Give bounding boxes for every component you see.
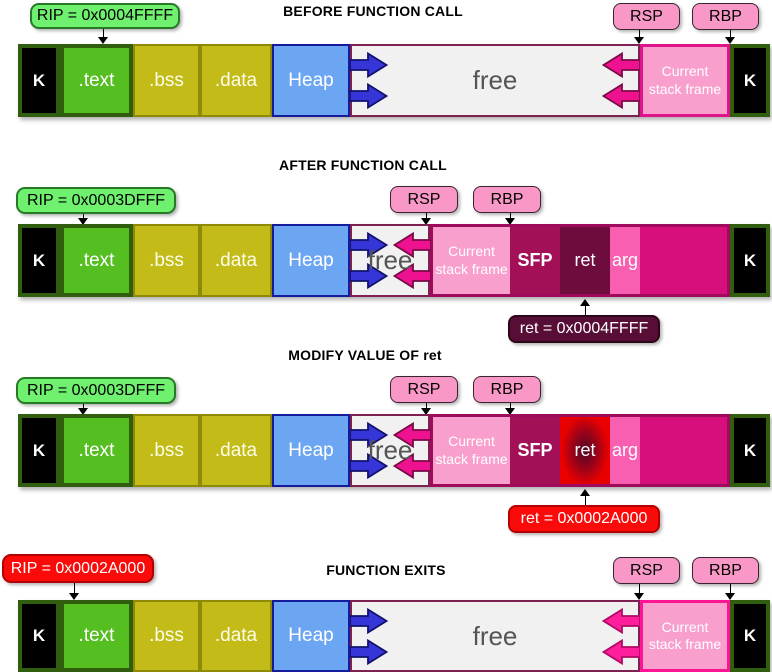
rbp-register-label: RBP: [473, 186, 541, 213]
heap-growth-arrow-icon: [350, 263, 388, 289]
memory-bar: K .text .bss .data Heap free Current sta…: [18, 600, 770, 672]
text-segment: .text: [60, 224, 133, 297]
rip-register-label: RIP = 0x0002A000: [2, 554, 154, 583]
heap-growth-arrow-icon: [350, 639, 388, 665]
free-label: free: [472, 65, 518, 95]
ret-cell: ret: [560, 227, 610, 294]
rsp-register-label: RSP: [390, 186, 458, 213]
arg-cell: arg: [610, 227, 640, 294]
rsp-register-label: RSP: [613, 557, 680, 584]
sfp-cell: SFP: [510, 417, 560, 484]
arg-cell: arg: [610, 417, 640, 484]
rip-pointer-arrow-icon: [78, 214, 89, 225]
kernel-segment: K: [18, 44, 60, 117]
stack-growth-arrow-icon: [602, 608, 640, 634]
stack-rest-cell: [640, 417, 727, 484]
ret-value-label: ret = 0x0004FFFF: [508, 315, 660, 343]
heap-segment: Heap: [272, 600, 350, 672]
ret-cell-modified: ret: [560, 417, 610, 484]
data-segment: .data: [200, 414, 272, 487]
rbp-pointer-arrow-icon: [725, 584, 736, 600]
stack-rest-cell: [640, 227, 727, 294]
stack-growth-arrow-icon: [393, 453, 431, 479]
rbp-pointer-arrow-icon: [505, 403, 516, 415]
data-segment: .data: [200, 600, 272, 672]
heap-growth-arrow-icon: [350, 422, 388, 448]
rbp-register-label: RBP: [473, 376, 541, 403]
free-label: free: [367, 435, 413, 465]
rip-pointer-arrow-icon: [98, 29, 109, 44]
rsp-register-label: RSP: [390, 376, 458, 403]
free-segment: free: [350, 600, 640, 672]
memory-bar: K .text .bss .data Heap free Current sta…: [18, 44, 770, 117]
section-title: MODIFY VALUE OF ret: [288, 347, 442, 363]
stack-growth-arrow-icon: [602, 639, 640, 665]
bss-segment: .bss: [133, 44, 200, 117]
kernel-segment: K: [18, 600, 60, 672]
stack-region: Current stack frame SFP ret arg: [430, 224, 730, 297]
section-title: BEFORE FUNCTION CALL: [283, 3, 463, 19]
text-segment: .text: [60, 44, 133, 117]
current-stack-frame-segment: Current stack frame: [640, 44, 730, 117]
kernel-segment: K: [18, 414, 60, 487]
free-label: free: [472, 620, 518, 651]
data-segment: .data: [200, 224, 272, 297]
stack-growth-arrow-icon: [393, 422, 431, 448]
free-label: free: [367, 245, 413, 275]
rbp-pointer-arrow-icon: [505, 213, 516, 225]
free-segment: free: [350, 414, 431, 487]
rip-register-label: RIP = 0x0003DFFF: [16, 187, 176, 214]
bss-segment: .bss: [133, 600, 200, 672]
kernel-segment: K: [730, 44, 770, 117]
kernel-segment: K: [730, 600, 770, 672]
bss-segment: .bss: [133, 414, 200, 487]
kernel-segment: K: [730, 224, 770, 297]
ret-value-pointer-arrow-icon: [580, 489, 591, 505]
current-stack-frame-segment: Current stack frame: [433, 417, 510, 484]
kernel-segment: K: [18, 224, 60, 297]
heap-growth-arrow-icon: [350, 52, 388, 78]
rip-pointer-arrow-icon: [78, 404, 89, 415]
memory-bar: K .text .bss .data Heap free Current sta…: [18, 224, 770, 297]
stack-growth-arrow-icon: [393, 263, 431, 289]
stack-region: Current stack frame SFP ret arg: [430, 414, 730, 487]
heap-segment: Heap: [272, 44, 350, 117]
kernel-segment: K: [730, 414, 770, 487]
rbp-register-label: RBP: [692, 3, 759, 30]
rsp-pointer-arrow-icon: [421, 403, 432, 415]
memory-bar: K .text .bss .data Heap free Current sta…: [18, 414, 770, 487]
data-segment: .data: [200, 44, 272, 117]
rsp-pointer-arrow-icon: [421, 213, 432, 225]
rip-pointer-arrow-icon: [69, 583, 80, 600]
rbp-register-label: RBP: [692, 557, 759, 584]
stack-growth-arrow-icon: [602, 83, 640, 109]
heap-segment: Heap: [272, 224, 350, 297]
section-title: AFTER FUNCTION CALL: [279, 157, 447, 173]
heap-growth-arrow-icon: [350, 83, 388, 109]
bss-segment: .bss: [133, 224, 200, 297]
ret-value-pointer-arrow-icon: [580, 299, 591, 315]
rbp-pointer-arrow-icon: [725, 30, 736, 44]
heap-growth-arrow-icon: [350, 608, 388, 634]
free-segment: free: [350, 224, 431, 297]
heap-growth-arrow-icon: [350, 453, 388, 479]
ret-value-label: ret = 0x0002A000: [508, 505, 660, 533]
text-segment: .text: [60, 414, 133, 487]
stack-growth-arrow-icon: [602, 52, 640, 78]
rsp-register-label: RSP: [613, 3, 680, 30]
heap-segment: Heap: [272, 414, 350, 487]
sfp-cell: SFP: [510, 227, 560, 294]
section-title: FUNCTION EXITS: [326, 562, 446, 578]
rip-register-label: RIP = 0x0003DFFF: [16, 377, 176, 404]
rsp-pointer-arrow-icon: [634, 30, 645, 44]
heap-growth-arrow-icon: [350, 232, 388, 258]
rip-register-label: RIP = 0x0004FFFF: [30, 3, 180, 29]
text-segment: .text: [60, 600, 133, 672]
rsp-pointer-arrow-icon: [634, 584, 645, 600]
stack-growth-arrow-icon: [393, 232, 431, 258]
current-stack-frame-segment: Current stack frame: [640, 600, 730, 672]
current-stack-frame-segment: Current stack frame: [433, 227, 510, 294]
free-segment: free: [350, 44, 640, 117]
